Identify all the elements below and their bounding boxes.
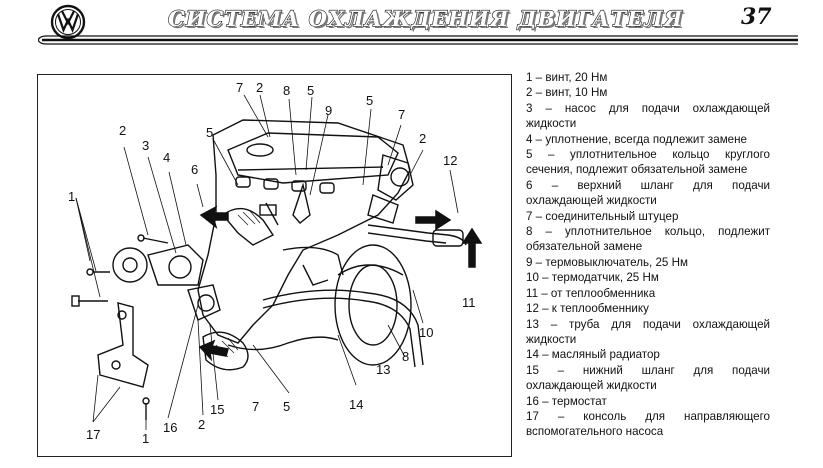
callout-8b: 8 xyxy=(402,349,409,364)
legend-item-11: 11 – от теплообменника xyxy=(526,286,656,300)
arrow-from-exchanger xyxy=(461,227,483,268)
page-title: СИСТЕМА ОХЛАЖДЕНИЯ ДВИГАТЕЛЯ xyxy=(167,5,684,31)
callout-1b: 1 xyxy=(142,431,149,446)
callout-10: 10 xyxy=(419,325,433,340)
engine-cooling-diagram: 1 2 3 4 6 5 7 2 8 5 9 5 7 2 12 11 10 8 1… xyxy=(37,74,512,457)
callout-6: 6 xyxy=(191,162,198,177)
legend-item-10: 10 – термодатчик, 25 Нм xyxy=(526,271,659,285)
legend-item-13: 13 – труба для подачи охлаждающей жидкос… xyxy=(526,317,770,346)
callout-3: 3 xyxy=(142,138,149,153)
callout-7c: 7 xyxy=(252,399,259,414)
legend-item-8: 8 – уплотнительное кольцо, подлежит обяз… xyxy=(526,225,770,254)
arrow-to-exchanger xyxy=(415,209,452,231)
vw-logo-icon xyxy=(50,4,86,40)
legend-item-15: 15 – нижний шланг для подачи охлаждающей… xyxy=(526,363,770,393)
legend-item-4: 4 – уплотнение, всегда подлежит замене xyxy=(526,132,747,146)
callout-8a: 8 xyxy=(283,83,290,98)
water-pump-pulley xyxy=(112,247,148,283)
callout-15: 15 xyxy=(210,402,224,417)
page-header: СИСТЕМА ОХЛАЖДЕНИЯ ДВИГАТЕЛЯ 37 xyxy=(0,0,823,50)
legend-item-17: 17 – консоль для направляющего вспомогат… xyxy=(526,409,770,439)
valve-cover xyxy=(227,132,399,184)
callout-2a: 2 xyxy=(119,123,126,138)
legend-item-7: 7 – соединительный штуцер xyxy=(526,209,679,223)
callout-9: 9 xyxy=(325,103,332,118)
arrow-lower-hose xyxy=(198,339,229,362)
page-number: 37 xyxy=(741,4,772,30)
diagram-illustration: 1 2 3 4 6 5 7 2 8 5 9 5 7 2 12 11 10 8 1… xyxy=(68,80,483,446)
callout-5b: 5 xyxy=(307,83,314,98)
return-pipe xyxy=(262,289,424,366)
callout-7b: 7 xyxy=(398,107,405,122)
legend-item-6: 6 – верхний шланг для подачи охлаждающей… xyxy=(526,178,770,208)
legend-item-5: 5 – уплотнительное кольцо круглого сечен… xyxy=(526,148,770,177)
lower-hose xyxy=(202,331,249,371)
callout-5c: 5 xyxy=(366,93,373,108)
legend-item-1: 1 – винт, 20 Нм xyxy=(526,71,608,84)
callout-7a: 7 xyxy=(236,80,243,95)
arrow-upper-hose xyxy=(199,205,229,230)
callout-5d: 5 xyxy=(283,399,290,414)
engine-block xyxy=(197,119,411,344)
callout-5a: 5 xyxy=(206,125,213,140)
callout-labels: 1 2 3 4 6 5 7 2 8 5 9 5 7 2 12 11 10 8 1… xyxy=(68,80,476,446)
callout-1a: 1 xyxy=(68,189,75,204)
flywheel xyxy=(334,244,412,366)
callout-12: 12 xyxy=(443,153,457,168)
pump-bracket xyxy=(97,302,149,388)
callout-2c: 2 xyxy=(419,131,426,146)
callout-16: 16 xyxy=(163,420,177,435)
legend-item-12: 12 – к теплообменнику xyxy=(526,302,649,316)
legend-item-14: 14 – масляный радиатор xyxy=(526,348,660,362)
callout-17: 17 xyxy=(86,427,100,442)
header-rule xyxy=(38,35,798,45)
legend-item-9: 9 – термовыключатель, 25 Нм xyxy=(526,255,688,269)
legend-item-16: 16 – термостат xyxy=(526,394,607,408)
legend-item-2: 2 – винт, 10 Нм xyxy=(526,86,608,100)
callout-2d: 2 xyxy=(198,417,205,432)
callout-2b: 2 xyxy=(256,80,263,95)
parts-legend: 1 – винт, 20 Нм 2 – винт, 10 Нм 3 – насо… xyxy=(526,70,770,440)
callout-4: 4 xyxy=(163,150,170,165)
legend-item-3: 3 – насос для подачи охлаждающей жидкост… xyxy=(526,101,770,131)
upper-hose xyxy=(221,207,275,246)
callout-11: 11 xyxy=(462,295,476,310)
callout-14: 14 xyxy=(349,397,363,412)
callout-13: 13 xyxy=(376,362,390,377)
